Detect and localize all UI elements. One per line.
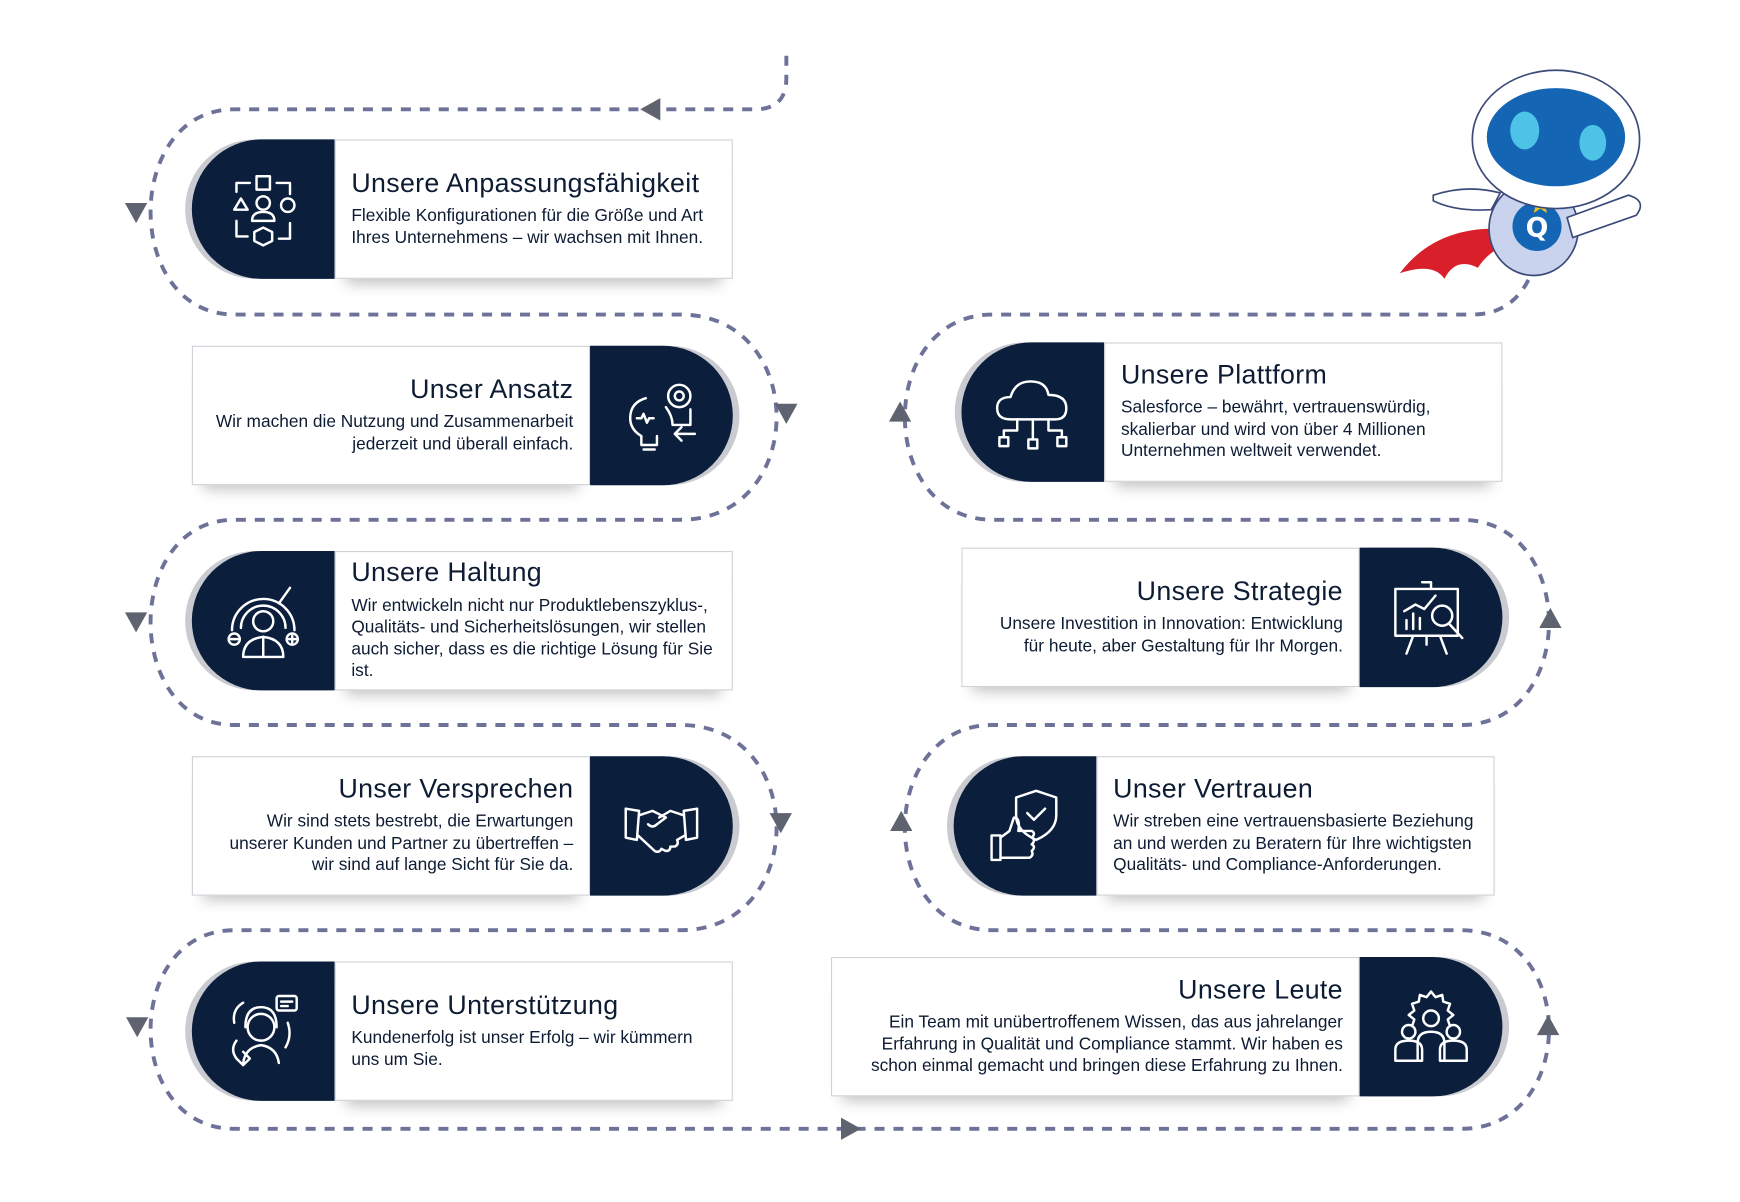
robot-mascot-icon: Q [1399, 69, 1642, 279]
card-description: Kundenerfolg ist unser Erfolg – wir kümm… [351, 1028, 693, 1070]
arrow-up-icon [890, 810, 913, 831]
card-description: Unsere Investition in Innovation: Entwic… [999, 614, 1343, 656]
support-agent-icon [231, 994, 298, 1066]
card-anpassungsfaehigkeit: Unsere Anpassungsfähigkeit Flexible Konf… [191, 139, 733, 279]
card-title: Unsere Haltung [351, 558, 543, 589]
arrow-up-icon [888, 401, 912, 422]
card-description: Wir entwickeln nicht nur Produktlebenszy… [351, 596, 713, 681]
cloud-network-icon [995, 379, 1068, 450]
card-haltung: Unsere Haltung Wir entwickeln nicht nur … [191, 550, 733, 691]
card-title: Unsere Strategie [1136, 576, 1343, 607]
arrow-down-icon [769, 813, 792, 834]
arrow-left-icon [640, 98, 661, 121]
arrow-down-icon [124, 202, 148, 224]
card-strategie: Unsere Strategie Unsere Investition in I… [961, 547, 1503, 688]
card-description: Wir machen die Nutzung und Zusammenarbei… [215, 412, 574, 454]
person-gauge-icon [227, 586, 300, 658]
arrow-down-icon [124, 612, 148, 633]
card-title: Unsere Plattform [1120, 360, 1328, 391]
team-gear-icon [1394, 989, 1468, 1062]
card-unterstuetzung: Unsere Unterstützung Kundenerfolg ist un… [191, 961, 733, 1101]
lightbulb-gear-icon [628, 383, 697, 451]
shield-thumbs-up-icon [990, 789, 1058, 861]
card-title: Unser Versprechen [338, 774, 574, 805]
card-title: Unsere Anpassungsfähigkeit [351, 168, 700, 199]
arrow-down-icon [775, 403, 798, 424]
card-title: Unser Ansatz [410, 374, 574, 405]
adaptability-flow-icon [233, 174, 296, 247]
presentation-chart-icon [1394, 580, 1464, 655]
card-vertrauen: Unser Vertrauen Wir streben eine vertrau… [953, 756, 1495, 896]
arrow-up-icon [1539, 607, 1562, 628]
card-title: Unser Vertrauen [1113, 774, 1314, 805]
card-title: Unsere Leute [1178, 974, 1343, 1006]
svg-text:Q: Q [1526, 212, 1549, 243]
card-plattform: Unsere Plattform Salesforce – bewährt, v… [961, 342, 1503, 482]
card-title: Unsere Unterstützung [351, 990, 619, 1021]
arrow-down-icon [126, 1017, 149, 1038]
arrow-right-icon [840, 1117, 862, 1140]
card-description: Ein Team mit unübertroffenem Wissen, das… [871, 1013, 1343, 1076]
card-description: Wir sind stets bestrebt, die Erwartungen… [229, 812, 574, 875]
card-description: Flexible Konfigurationen für die Größe u… [351, 206, 704, 248]
card-ansatz: Unser Ansatz Wir machen die Nutzung und … [191, 345, 733, 486]
card-description: Wir streben eine vertrauensbasierte Bezi… [1113, 812, 1474, 875]
handshake-icon [624, 806, 699, 853]
card-versprechen: Unser Versprechen Wir sind stets bestreb… [191, 756, 733, 896]
arrow-up-icon [1536, 1014, 1560, 1036]
card-description: Salesforce – bewährt, vertrauenswürdig, … [1120, 398, 1431, 462]
card-leute: Unsere Leute Ein Team mit unübertroffene… [830, 956, 1503, 1097]
direction-arrows [124, 98, 1562, 1140]
